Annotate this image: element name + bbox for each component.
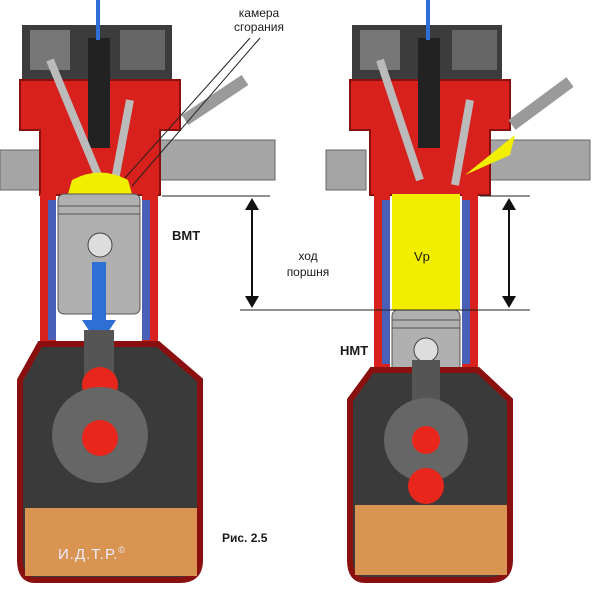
double-arrow-icon [245, 198, 259, 308]
displacement-volume [392, 194, 460, 310]
engine-tdc [0, 0, 276, 583]
annotations [124, 37, 530, 311]
piston-pin [87, 232, 113, 258]
combustion-chamber-tdc [68, 172, 132, 194]
crankshaft [82, 420, 118, 456]
crankshaft-right [408, 468, 444, 504]
fuel-spray [465, 135, 515, 175]
combustion-chamber-label: камера сгорания [234, 6, 284, 34]
piston-stroke-label: ход поршня [286, 249, 330, 279]
figure-caption: Рис. 2.5 [222, 531, 268, 545]
intake-valve [46, 58, 104, 182]
bdc-label: НМТ [340, 343, 369, 358]
oil-sump-right [355, 505, 507, 575]
exhaust-valve-right [451, 99, 474, 186]
liner-right [142, 200, 150, 340]
chamber-leader-2 [131, 37, 261, 187]
injector-right [508, 77, 574, 130]
liner-left [48, 200, 56, 340]
spark-plug-right [418, 38, 440, 148]
intake-pipe-right [325, 149, 367, 191]
exhaust-valve [111, 99, 134, 181]
oil-sump [25, 508, 197, 576]
intake-valve-right [376, 58, 424, 182]
double-arrow-icon-right [502, 198, 516, 308]
publisher-logo: И.Д.Т.Р.© [58, 545, 126, 563]
tdc-label: ВМТ [172, 228, 201, 243]
spark-plug [88, 38, 110, 148]
copyright-mark: © [118, 545, 126, 555]
logo-text: И.Д.Т.Р. [58, 546, 119, 563]
displacement-label: Vр [414, 249, 430, 264]
engine-bdc [325, 0, 591, 583]
chamber-leader-1 [124, 37, 251, 179]
